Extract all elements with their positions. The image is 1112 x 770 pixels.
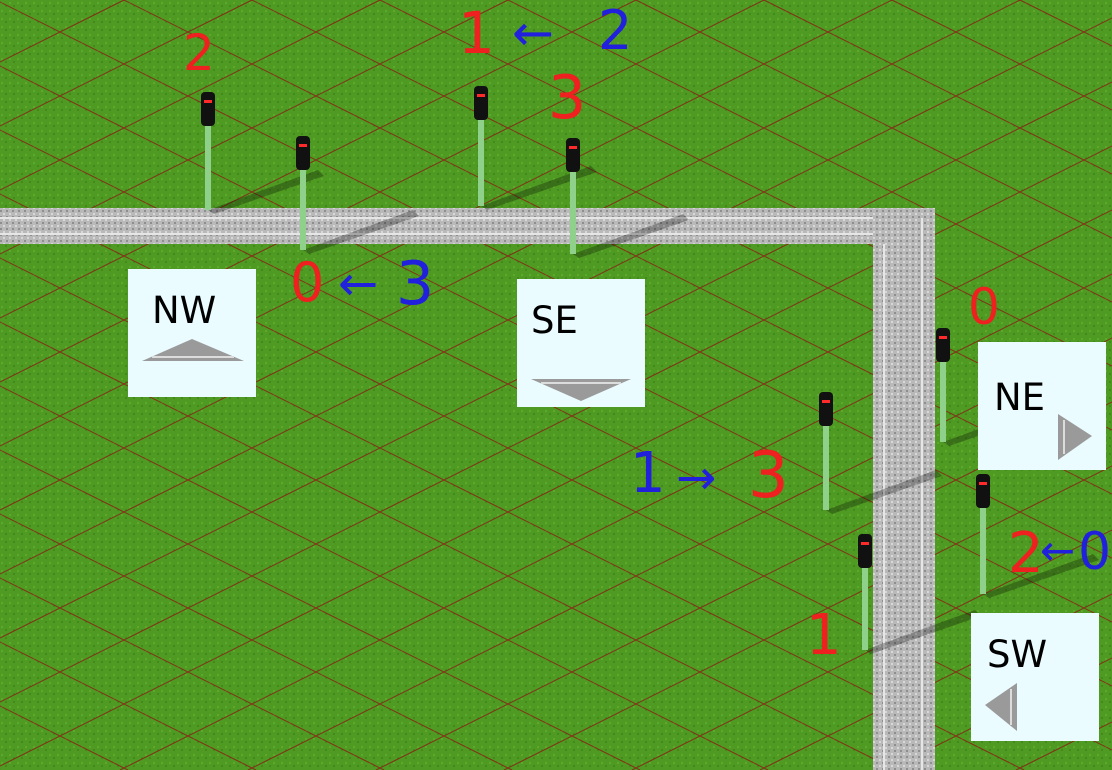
annotation-top-1: 1 — [458, 0, 495, 67]
annotation-top-2: 2 — [598, 0, 633, 62]
annotation-left-0: 0 — [290, 251, 325, 314]
direction-card-se[interactable]: SE — [517, 279, 645, 407]
track-preview-sw-icon — [985, 683, 1017, 731]
annotation-mid-1: 1 — [630, 441, 666, 506]
signal-2[interactable] — [296, 136, 419, 254]
annotation-right-arrow: ← — [1040, 526, 1076, 575]
annotation-top-left-2: 2 — [183, 24, 215, 82]
track-preview-ne-icon — [1058, 414, 1092, 460]
track-vertical[interactable] — [873, 208, 935, 770]
track-preview-nw-icon — [142, 339, 244, 361]
signal-3[interactable] — [474, 86, 597, 210]
annotation-mid-3: 3 — [748, 439, 789, 513]
signal-7[interactable] — [976, 474, 1099, 598]
direction-card-nw[interactable]: NW — [128, 269, 256, 397]
annotation-mid-arrow: → — [676, 450, 717, 506]
card-label-se: SE — [531, 299, 578, 342]
signal-8[interactable] — [858, 534, 981, 654]
signal-6[interactable] — [819, 392, 942, 514]
card-label-ne: NE — [994, 376, 1046, 419]
annotation-top-3: 3 — [548, 63, 587, 133]
annotation-left-arrow: ← — [338, 256, 379, 312]
annotation-right-2: 2 — [1008, 521, 1044, 586]
direction-card-sw[interactable]: SW — [971, 613, 1099, 741]
signal-1[interactable] — [201, 92, 324, 214]
card-label-sw: SW — [987, 633, 1048, 676]
annotation-top-arrow: ← — [512, 4, 554, 62]
annotation-bottom-1: 1 — [806, 603, 842, 668]
track-horizontal[interactable] — [0, 208, 935, 244]
direction-card-ne[interactable]: NE — [978, 342, 1106, 470]
annotation-right-0: 0 — [1078, 522, 1112, 582]
annotation-right-top-0: 0 — [968, 278, 1000, 336]
signal-4[interactable] — [566, 138, 689, 258]
card-label-nw: NW — [152, 289, 217, 332]
track-preview-se-icon — [531, 379, 631, 401]
annotation-left-3: 3 — [396, 249, 435, 319]
